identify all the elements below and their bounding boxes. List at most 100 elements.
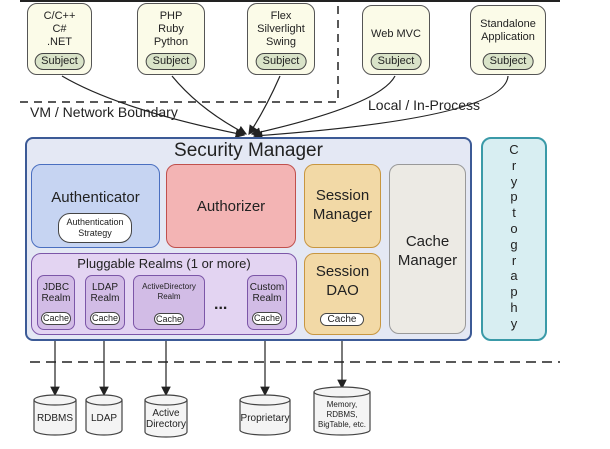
db-line: BigTable, etc.: [317, 420, 367, 429]
cache-manager: [389, 164, 466, 334]
realm-line: Custom: [249, 282, 285, 293]
client-line: PHP: [159, 10, 183, 22]
client-line: Web MVC: [371, 28, 421, 40]
arrow-client-4: [250, 75, 396, 137]
datastore-ldap: LDAP: [86, 413, 122, 424]
realm-cache: Cache: [154, 313, 184, 325]
realm-active-directory: ActiveDirectory Realm Cache: [133, 275, 205, 330]
pluggable-realms-title: Pluggable Realms (1 or more): [77, 256, 251, 271]
client-standalone: Standalone Application Subject: [470, 5, 546, 75]
cryptography-letter: r: [511, 252, 517, 268]
session-manager-label: Session Manager: [304, 186, 381, 224]
strategy-line: Authentication: [66, 217, 124, 227]
datastore-active-directory: Active Directory: [145, 408, 187, 430]
db-line: Proprietary: [240, 413, 290, 424]
client-line: Standalone: [480, 18, 536, 30]
realm-line: JDBC: [42, 282, 70, 293]
cryptography-letter: p: [510, 284, 518, 300]
db-cylinder-memory: [313, 386, 371, 436]
cache-manager-label: Cache Manager: [389, 232, 466, 270]
realm-line: LDAP: [91, 282, 119, 293]
authorizer: [166, 164, 296, 248]
subject-badge: Subject: [482, 53, 534, 70]
security-manager-title: Security Manager: [174, 140, 323, 161]
db-line: Active: [152, 408, 180, 419]
db-line: Memory,: [326, 400, 358, 409]
datastore-memory: Memory, RDBMS, BigTable, etc.: [314, 400, 370, 430]
cryptography-letter: r: [511, 157, 517, 173]
realm-jdbc: JDBC Realm Cache: [37, 275, 75, 330]
client-line: Swing: [266, 36, 296, 48]
realms-ellipsis: ...: [214, 296, 228, 313]
client-line: Flex: [270, 10, 292, 22]
cryptography: [481, 137, 547, 341]
client-line: Ruby: [158, 23, 184, 35]
subject-badge: Subject: [145, 53, 197, 70]
client-line: .NET: [46, 36, 73, 48]
authentication-strategy: Authentication Strategy: [58, 213, 132, 243]
cryptography-letter: t: [512, 205, 516, 221]
subject-badge: Subject: [255, 53, 307, 70]
cache-manager-line: Cache: [405, 233, 450, 250]
datastore-rdbms: RDBMS: [34, 413, 76, 424]
session-dao-cache: Cache: [320, 313, 364, 326]
subject-badge: Subject: [34, 53, 85, 70]
authenticator-label: Authenticator: [51, 189, 140, 206]
cryptography-letter: a: [510, 268, 518, 284]
arrow-client-1: [61, 75, 246, 139]
cryptography-letter: C: [509, 142, 519, 157]
db-cylinder-ldap: [85, 394, 123, 436]
realm-cache: Cache: [252, 312, 282, 325]
cryptography-letter: g: [510, 236, 518, 252]
session-manager-line: Manager: [312, 206, 373, 223]
network-boundary-label: VM / Network Boundary: [30, 104, 178, 120]
db-cylinder-rdbms: [33, 394, 77, 436]
session-manager-line: Session: [315, 187, 370, 204]
realm-ldap: LDAP Realm Cache: [85, 275, 125, 330]
arrow-client-2: [171, 75, 248, 135]
realm-line: Realm: [90, 293, 120, 304]
session-dao-label: Session DAO: [304, 262, 381, 300]
client-web-mvc: Web MVC Subject: [362, 5, 430, 75]
arrow-client-5: [252, 75, 509, 141]
db-line: LDAP: [90, 413, 118, 424]
realm-custom: Custom Realm Cache: [247, 275, 287, 330]
cryptography-letter: y: [510, 173, 518, 189]
realm-line: Realm: [252, 293, 282, 304]
client-cpp: C/C++ C# .NET Subject: [27, 3, 92, 75]
realm-line: ActiveDirectory: [142, 282, 196, 291]
realm-line: Realm: [41, 293, 71, 304]
session-manager: [304, 164, 381, 248]
cryptography-letter: h: [510, 299, 518, 315]
db-line: RDBMS,: [326, 410, 358, 419]
strategy-line: Strategy: [78, 228, 112, 238]
cryptography-letter: y: [510, 315, 518, 331]
client-flex: Flex Silverlight Swing Subject: [247, 3, 315, 75]
client-php: PHP Ruby Python Subject: [137, 3, 205, 75]
session-dao-line: DAO: [326, 282, 359, 299]
db-cylinder-active-directory: [144, 394, 188, 438]
client-line: C/C++: [43, 10, 76, 22]
db-cylinder-proprietary: [239, 394, 291, 436]
cryptography-letter: p: [510, 189, 518, 205]
client-line: Python: [153, 36, 189, 48]
authorizer-label: Authorizer: [196, 198, 266, 215]
cache-manager-line: Manager: [397, 252, 458, 269]
datastore-proprietary: Proprietary: [240, 413, 290, 424]
realm-line: Realm: [157, 292, 181, 301]
session-dao-line: Session: [315, 263, 370, 280]
subject-badge: Subject: [370, 53, 422, 70]
db-line: RDBMS: [36, 413, 74, 424]
client-line: C#: [52, 23, 67, 35]
db-line: Directory: [145, 419, 186, 430]
client-line: Application: [481, 31, 535, 43]
cryptography-letter: o: [510, 220, 518, 236]
realm-cache: Cache: [41, 312, 71, 325]
client-line: Silverlight: [257, 23, 305, 35]
network-boundary-line: [20, 4, 339, 103]
local-process-label: Local / In-Process: [368, 97, 481, 113]
realm-cache: Cache: [90, 312, 120, 325]
